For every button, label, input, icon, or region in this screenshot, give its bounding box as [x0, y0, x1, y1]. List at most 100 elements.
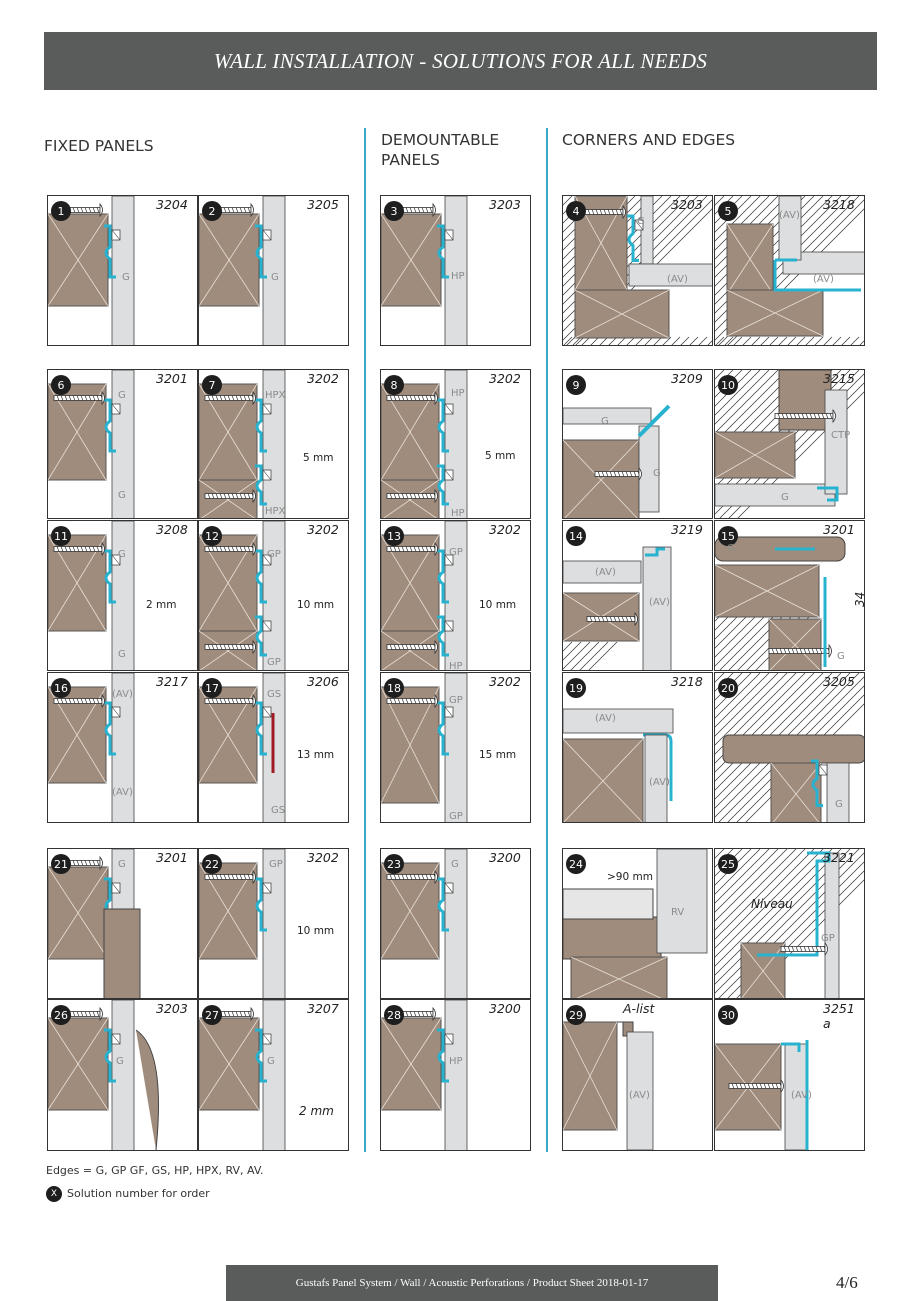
- edge-label: HP: [451, 388, 465, 399]
- solution-number-badge: 8: [384, 375, 404, 395]
- detail-drawing: [715, 196, 864, 345]
- solution-number-badge: 18: [384, 678, 404, 698]
- divider-line-2: [546, 128, 548, 1152]
- legend-edges: Edges = G, GP GF, GS, HP, HPX, RV, AV.: [46, 1164, 264, 1177]
- dimension-label: 2 mm: [299, 1104, 334, 1118]
- product-code: 3204: [156, 197, 188, 212]
- solution-number-badge: 1: [51, 201, 71, 221]
- dimension-label: 10 mm: [297, 599, 335, 611]
- product-code: 3202: [489, 371, 521, 386]
- product-code: 3200: [489, 1001, 521, 1016]
- product-code: 3205: [307, 197, 339, 212]
- product-code: 3251 a: [823, 1001, 855, 1031]
- detail-drawing: [48, 673, 135, 822]
- solution-number-badge: 17: [202, 678, 222, 698]
- section-demountable-line2: PANELS: [381, 151, 440, 169]
- edge-label: G: [727, 543, 735, 554]
- solution-number-badge: 20: [718, 678, 738, 698]
- edge-label: (AV): [779, 210, 800, 221]
- edge-label: RV: [671, 907, 685, 918]
- product-code: 3205: [823, 674, 855, 689]
- edge-label: (AV): [649, 777, 670, 788]
- legend-solution: Solution number for order: [67, 1187, 210, 1200]
- detail-drawing: [715, 370, 864, 518]
- solution-number-badge: 9: [566, 375, 586, 395]
- solution-number-badge: 19: [566, 678, 586, 698]
- product-code: 3203: [489, 197, 521, 212]
- detail-drawing: [48, 1000, 159, 1150]
- product-code: 3201: [156, 371, 188, 386]
- detail-drawing: [48, 370, 135, 518]
- edge-label: G: [267, 1056, 275, 1067]
- edge-label: HP: [449, 661, 463, 671]
- header-title-bar: WALL INSTALLATION - SOLUTIONS FOR ALL NE…: [44, 32, 877, 90]
- edge-label: GS: [267, 689, 282, 700]
- footer-bar: Gustafs Panel System / Wall / Acoustic P…: [226, 1265, 718, 1301]
- solution-number-badge: 5: [718, 201, 738, 221]
- solution-number-badge: 22: [202, 854, 222, 874]
- product-code: 3219: [671, 522, 703, 537]
- solution-number-badge: 24: [566, 854, 586, 874]
- solution-number-badge: 29: [566, 1005, 586, 1025]
- product-code: 3202: [489, 674, 521, 689]
- detail-panel: 19 3218 (AV) (AV): [562, 672, 713, 823]
- page-title: WALL INSTALLATION - SOLUTIONS FOR ALL NE…: [213, 48, 708, 73]
- product-code: 3218: [823, 197, 855, 212]
- edge-label: (AV): [112, 787, 133, 798]
- solution-number-badge: 13: [384, 526, 404, 546]
- section-fixed-panels: FIXED PANELS: [44, 137, 154, 155]
- product-code: 3200: [489, 850, 521, 865]
- detail-drawing: [563, 1021, 654, 1150]
- solution-number-badge: 27: [202, 1005, 222, 1025]
- edge-label: CTP: [831, 430, 851, 441]
- product-code: 3203: [156, 1001, 188, 1016]
- product-code: A-list: [623, 1001, 655, 1016]
- detail-drawing: [715, 536, 846, 670]
- product-code: 3201: [156, 850, 188, 865]
- edge-label: G: [271, 272, 279, 283]
- detail-drawing: [199, 849, 286, 998]
- edge-label: GP: [449, 547, 463, 558]
- edge-label: G: [118, 649, 126, 660]
- edge-label: G: [637, 216, 645, 227]
- product-code: 3208: [156, 522, 188, 537]
- detail-drawing: [381, 521, 468, 670]
- section-corners-edges: CORNERS AND EDGES: [562, 131, 736, 149]
- solution-number-badge: 21: [51, 854, 71, 874]
- detail-drawing: [563, 404, 671, 518]
- edge-label: GP: [821, 933, 835, 944]
- edge-label: HP: [451, 271, 465, 282]
- edge-label: HP: [449, 1056, 463, 1067]
- product-code: 3218: [671, 674, 703, 689]
- detail-drawing: [563, 546, 672, 670]
- edge-label: G: [835, 799, 843, 810]
- product-code: 3203: [671, 197, 703, 212]
- detail-drawing: [199, 370, 286, 518]
- divider-line-1: [364, 128, 366, 1152]
- dimension-label: 34 x 34 mm: [853, 591, 865, 607]
- legend-marker: X: [46, 1186, 62, 1202]
- edge-label: G: [118, 390, 126, 401]
- detail-drawing: [563, 196, 712, 345]
- detail-drawing: [563, 849, 708, 998]
- product-code: 3215: [823, 371, 855, 386]
- product-code: 3202: [307, 850, 339, 865]
- dimension-label: 5 mm: [485, 450, 516, 462]
- edge-label: (AV): [649, 597, 670, 608]
- solution-number-badge: 11: [51, 526, 71, 546]
- dimension-label: Niveau: [751, 897, 793, 911]
- detail-drawing: [715, 1040, 809, 1150]
- dimension-label: 13 mm: [297, 749, 335, 761]
- edge-label: (AV): [595, 713, 616, 724]
